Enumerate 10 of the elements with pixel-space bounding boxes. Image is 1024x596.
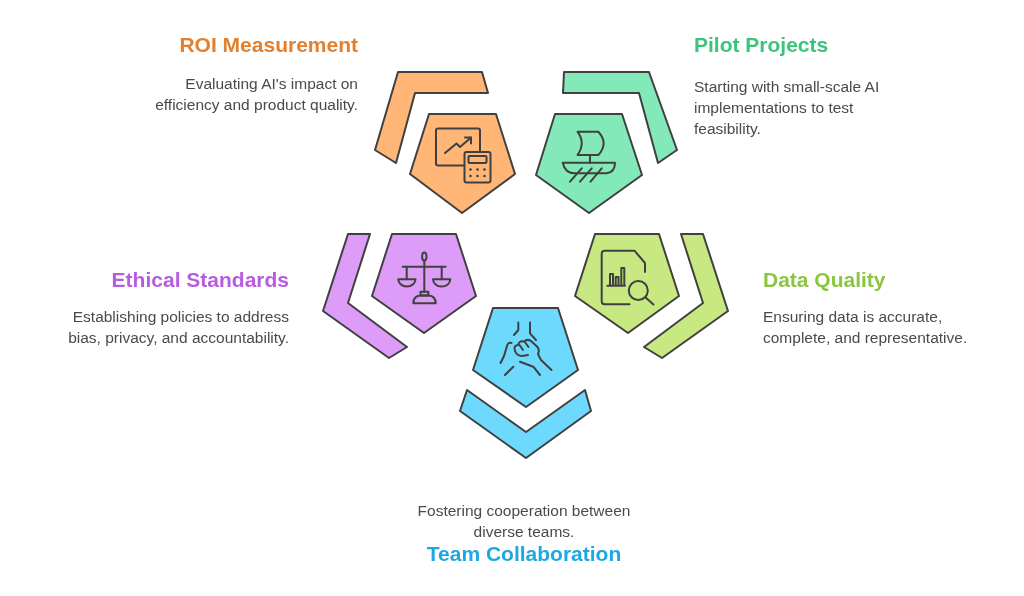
node-title: Team Collaboration [426, 542, 622, 566]
node-description: Fostering cooperation between diverse teams. [416, 501, 632, 542]
node-description: Establishing policies to address bias, privacy, and accountability. [67, 307, 289, 348]
node-description: Starting with small-scale AI implementations to test feasibility. [694, 77, 881, 139]
node-description: Ensuring data is accurate, complete, and representative. [763, 307, 969, 348]
node-title: Pilot Projects [694, 33, 829, 57]
node-title: Ethical Standards [111, 268, 289, 292]
node-description: Evaluating AI's impact on efficiency and product quality. [154, 74, 358, 115]
node-title: Data Quality [763, 268, 886, 292]
node-title: ROI Measurement [179, 33, 358, 57]
